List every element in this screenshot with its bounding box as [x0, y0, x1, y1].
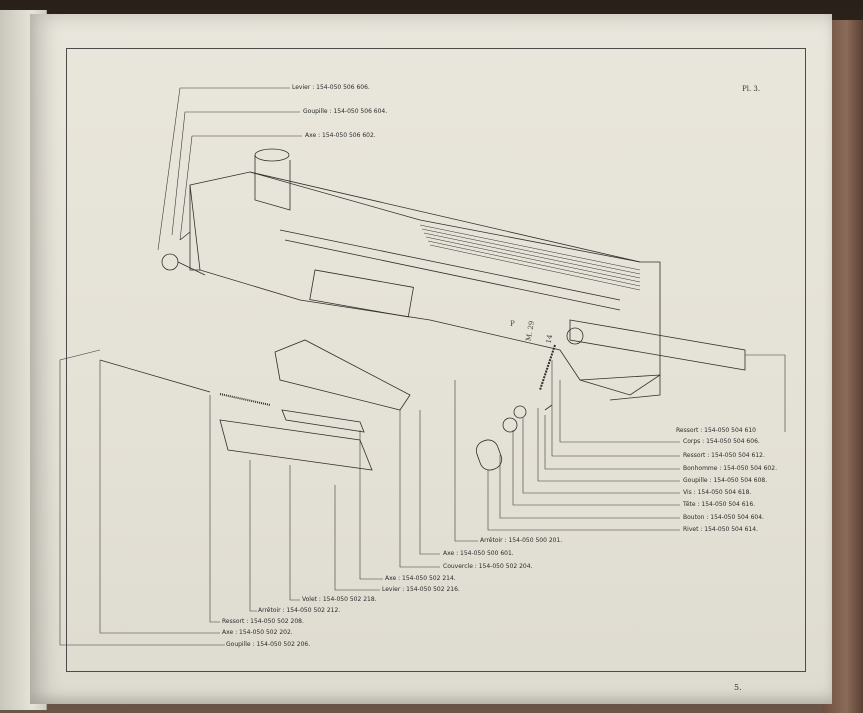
callout-arretoir-212: Arrêtoir : 154-050 502 212.: [258, 607, 341, 614]
plate-label: Pl. 3.: [742, 85, 761, 93]
callout-goupille-604: Goupille : 154-050 506 604.: [303, 108, 388, 115]
plate-frame: [66, 48, 806, 672]
callout-axe-602: Axe : 154-050 506 602.: [305, 132, 376, 139]
callout-bouton: Bouton : 154-050 504 604.: [683, 514, 764, 521]
callout-corps: Corps : 154-050 504 606.: [683, 438, 760, 445]
magazine-well: [254, 155, 291, 211]
callout-axe-601: Axe : 154-050 500 601.: [443, 550, 514, 557]
callout-ressort-610: Ressort : 154-050 504 610: [676, 427, 756, 434]
ressort-spring: [539, 344, 556, 391]
callout-rivet: Rivet : 154-050 504 614.: [683, 526, 758, 533]
page-number: 5.: [734, 683, 742, 692]
letter-mark: P: [510, 320, 515, 328]
bouton-cylinder: [475, 439, 503, 471]
callout-axe-214: Axe : 154-050 502 214.: [385, 575, 456, 582]
arretoir-spring: [219, 393, 271, 406]
callout-ressort-612: Ressort : 154-050 504 612.: [683, 452, 765, 459]
spring-rod: [99, 359, 211, 393]
callout-bonhomme: Bonhomme : 154-050 504 602.: [683, 465, 777, 472]
callout-couvercle: Couvercle : 154-050 502 204.: [443, 563, 533, 570]
manual-page: [30, 14, 832, 704]
barrel-rod: [569, 319, 746, 371]
callout-levier-216: Levier : 154-050 502 216.: [382, 586, 460, 593]
couvercle-plate: [219, 419, 373, 471]
callout-volet: Volet : 154-050 502 218.: [302, 596, 377, 603]
receiver-body: [189, 171, 661, 396]
callout-ressort-208: Ressort : 154-050 502 208.: [222, 618, 304, 625]
callout-goupille-608: Goupille : 154-050 504 608.: [683, 477, 768, 484]
callout-vis: Vis : 154-050 504 618.: [683, 489, 752, 496]
volet-plate: [281, 409, 365, 433]
callout-arretoir-201: Arrêtoir : 154-050 500 201.: [480, 537, 563, 544]
callout-levier-606: Levier : 154-050 506 606.: [292, 84, 370, 91]
callout-goupille-206: Goupille : 154-050 502 206.: [226, 641, 311, 648]
callout-axe-202: Axe : 154-050 502 202.: [222, 629, 293, 636]
frame-lever: [274, 339, 411, 411]
number-mark: 14: [544, 333, 555, 345]
callout-tete: Tête : 154-050 504 616.: [683, 501, 756, 508]
